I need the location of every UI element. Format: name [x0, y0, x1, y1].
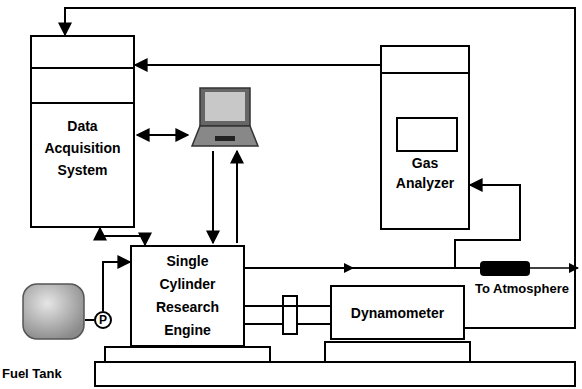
daq-box: Data Acquisition System — [30, 35, 135, 228]
muffler — [480, 261, 530, 276]
shaft-line — [245, 305, 330, 307]
text-block: Gas Analyzer — [390, 153, 460, 193]
coupling — [283, 296, 297, 334]
fuel-line — [103, 262, 130, 311]
text-block: P — [99, 313, 107, 327]
outlet-label: To Atmosphere — [472, 281, 572, 296]
tank-shape — [22, 283, 85, 340]
dynamometer-base — [325, 342, 470, 362]
box-label: Single Cylinder Research Engine — [146, 250, 230, 342]
text-block: Data Acquisition System — [39, 115, 127, 181]
laptop-keyboard — [192, 126, 258, 146]
exhaust-outlet — [530, 267, 578, 269]
control-line — [100, 228, 145, 245]
text-block: Single Cylinder Research Engine — [146, 250, 230, 342]
exhaust-pipe — [455, 267, 481, 269]
data-link — [137, 134, 188, 136]
analyzer-box: Gas Analyzer — [380, 45, 470, 230]
text-block: Dynamometer — [333, 304, 463, 322]
pump-label: P — [99, 313, 107, 327]
compartment-line — [32, 67, 133, 69]
signal-link — [236, 151, 238, 243]
analyzer-screen — [396, 117, 458, 152]
dynamometer-box: Dynamometer — [330, 285, 465, 340]
pump-circle: P — [94, 311, 112, 329]
engine-box: Single Cylinder Research Engine — [130, 245, 245, 347]
laptop-screen — [200, 88, 250, 126]
box-label: Data Acquisition System — [39, 115, 127, 181]
compartment-line — [32, 102, 133, 104]
tank-body — [23, 284, 84, 339]
signal-line — [135, 64, 380, 66]
control-link — [212, 151, 214, 243]
compartment-line — [382, 72, 468, 74]
fuel-tank: Fuel Tank — [22, 283, 85, 340]
tank-label: Fuel Tank — [2, 366, 62, 381]
box-label: Gas Analyzer — [390, 153, 460, 193]
laptop-display — [205, 92, 245, 121]
base-platform — [95, 362, 575, 386]
fuel-line — [85, 319, 94, 321]
box-label: Dynamometer — [333, 304, 463, 322]
laptop-touchpad — [215, 136, 235, 141]
engine-base — [105, 347, 270, 362]
